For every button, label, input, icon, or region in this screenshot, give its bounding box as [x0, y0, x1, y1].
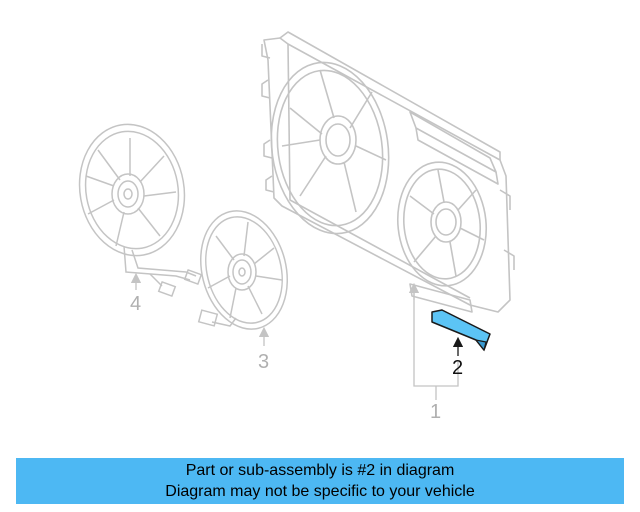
fan-shroud-assembly: [261, 31, 515, 313]
callout-1: 1: [430, 401, 442, 423]
parts-diagram: [78, 31, 515, 400]
banner-line-disclaimer: Diagram may not be specific to your vehi…: [165, 483, 475, 500]
info-banner: Part or sub-assembly is #2 in diagram Di…: [16, 458, 624, 504]
callout-3: 3: [258, 351, 270, 373]
banner-line-part-info: Part or sub-assembly is #2 in diagram: [185, 462, 455, 479]
cooling-fan-right: [197, 210, 289, 330]
callout-4: 4: [130, 293, 142, 315]
leader-lines: [130, 272, 464, 400]
highlighted-part-2: [431, 309, 491, 352]
callout-2: 2: [452, 357, 464, 379]
cooling-fan-left: [78, 123, 203, 298]
